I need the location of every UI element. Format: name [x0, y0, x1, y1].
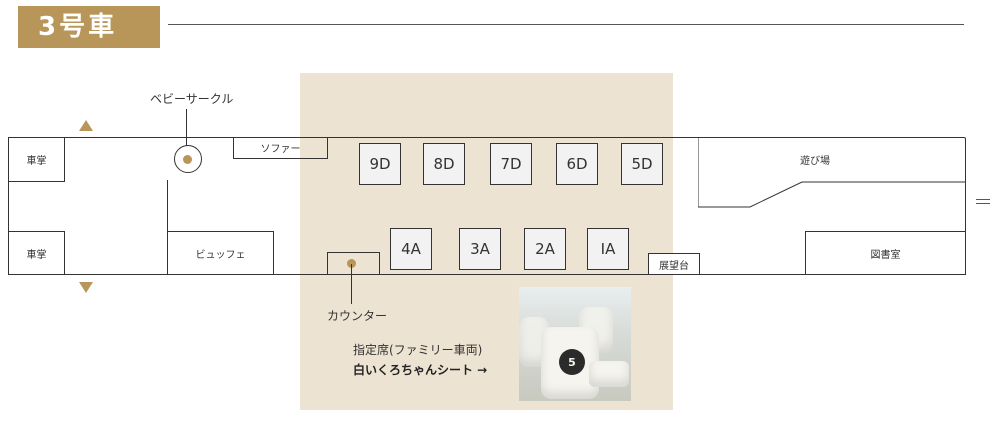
- counter-area: [327, 252, 380, 275]
- reserved-seat-note: 指定席(ファミリー車両): [353, 343, 483, 357]
- observation-label: 展望台: [659, 260, 689, 272]
- seat-8d[interactable]: 8D: [423, 143, 465, 185]
- photo-seat-shape: [589, 361, 629, 387]
- seat-4a[interactable]: 4A: [390, 228, 432, 270]
- counter-leader: [351, 264, 352, 304]
- sofa-area: ソファー: [233, 137, 328, 159]
- buffet-partition: [167, 180, 168, 232]
- sofa-label: ソファー: [260, 144, 301, 155]
- observation-area: 展望台: [648, 253, 700, 275]
- seat-7d[interactable]: 7D: [490, 143, 532, 185]
- coupler-icon: [976, 199, 990, 204]
- seat-6d[interactable]: 6D: [556, 143, 598, 185]
- seat-photo[interactable]: 5: [519, 287, 631, 401]
- seat-3a[interactable]: 3A: [459, 228, 501, 270]
- car-body: [8, 137, 966, 275]
- conductor-room-top: 車掌: [8, 137, 65, 182]
- seat-9d[interactable]: 9D: [359, 143, 401, 185]
- baby-circle-marker: [183, 155, 192, 164]
- baby-circle-label: ベビーサークル: [150, 92, 234, 106]
- seat-1a[interactable]: IA: [587, 228, 629, 270]
- car-number-badge: 3号車: [18, 6, 160, 48]
- seat-2a[interactable]: 2A: [524, 228, 566, 270]
- photo-link[interactable]: 白いくろちゃんシート →: [353, 363, 488, 377]
- conductor-room-bottom-label: 車掌: [26, 249, 47, 261]
- triangle-down-icon: [79, 282, 93, 293]
- library-label: 図書室: [870, 249, 901, 261]
- conductor-room-top-label: 車掌: [26, 156, 47, 167]
- seat-5d[interactable]: 5D: [621, 143, 663, 185]
- conductor-room-bottom: 車掌: [8, 231, 65, 275]
- playground-label: 遊び場: [800, 156, 830, 167]
- counter-marker: [347, 259, 356, 268]
- library-room: 図書室: [805, 231, 966, 275]
- buffet-label: ビュッフェ: [195, 249, 246, 261]
- photo-seat-number: 5: [559, 349, 585, 375]
- counter-label: カウンター: [327, 309, 388, 323]
- baby-circle-leader: [186, 109, 187, 147]
- triangle-up-icon: [79, 120, 93, 131]
- playground-outline: [698, 137, 966, 208]
- header-divider: [168, 24, 964, 25]
- buffet-area: ビュッフェ: [167, 231, 274, 275]
